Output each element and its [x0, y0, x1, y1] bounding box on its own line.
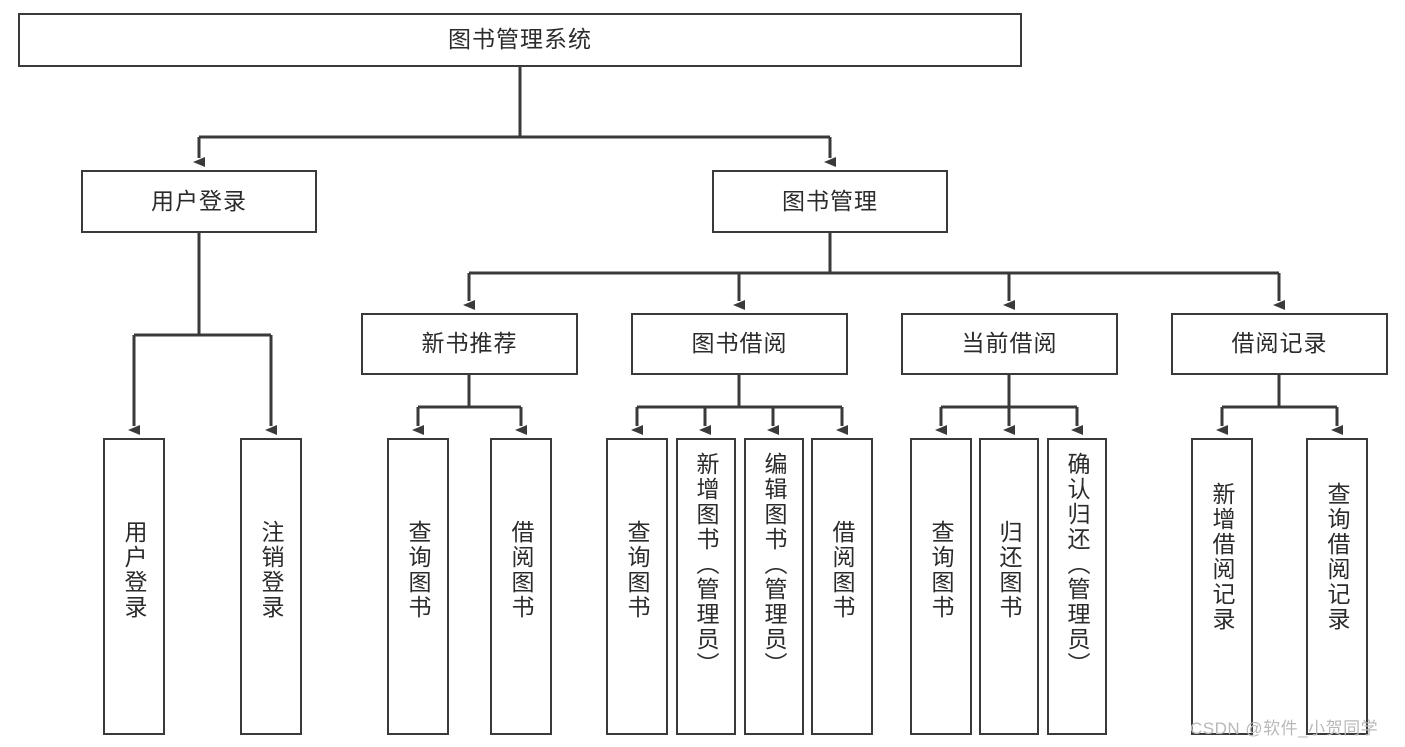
node-leaf-borrow-book-1[interactable]: 借阅图书 — [490, 438, 552, 735]
node-leaf-add-record-label: 新增借阅记录 — [1209, 482, 1236, 632]
node-leaf-borrow-book-1-label: 借阅图书 — [508, 520, 535, 620]
node-book-manage[interactable]: 图书管理 — [712, 170, 948, 233]
node-current-borrow-label: 当前借阅 — [961, 330, 1058, 357]
node-leaf-add-record[interactable]: 新增借阅记录 — [1191, 438, 1253, 735]
node-root[interactable]: 图书管理系统 — [18, 13, 1022, 67]
watermark: CSDN @软件_小贺同学 — [1190, 719, 1379, 738]
node-leaf-query-record-label: 查询借阅记录 — [1324, 482, 1351, 632]
node-leaf-query-book-3-label: 查询图书 — [928, 520, 955, 620]
node-new-book-recommend-label: 新书推荐 — [421, 330, 518, 357]
node-leaf-edit-book-label: 编辑图书（管理员） — [761, 452, 788, 677]
node-leaf-borrow-book-2[interactable]: 借阅图书 — [811, 438, 873, 735]
node-user-login-label: 用户登录 — [151, 187, 247, 214]
node-book-manage-label: 图书管理 — [782, 187, 878, 214]
node-new-book-recommend[interactable]: 新书推荐 — [361, 313, 578, 375]
node-borrow-record[interactable]: 借阅记录 — [1171, 313, 1388, 375]
node-leaf-user-login-label: 用户登录 — [121, 520, 148, 620]
node-leaf-edit-book[interactable]: 编辑图书（管理员） — [744, 438, 804, 735]
node-current-borrow[interactable]: 当前借阅 — [901, 313, 1118, 375]
node-leaf-query-book-1[interactable]: 查询图书 — [387, 438, 449, 735]
node-leaf-query-book-2-label: 查询图书 — [624, 520, 651, 620]
node-leaf-confirm-return[interactable]: 确认归还（管理员） — [1047, 438, 1107, 735]
node-leaf-user-login[interactable]: 用户登录 — [103, 438, 165, 735]
node-leaf-query-record[interactable]: 查询借阅记录 — [1306, 438, 1368, 735]
node-leaf-logout-label: 注销登录 — [258, 520, 285, 620]
node-leaf-add-book[interactable]: 新增图书（管理员） — [676, 438, 736, 735]
node-root-label: 图书管理系统 — [448, 26, 592, 53]
node-leaf-query-book-2[interactable]: 查询图书 — [606, 438, 668, 735]
node-leaf-borrow-book-2-label: 借阅图书 — [829, 520, 856, 620]
node-book-borrow[interactable]: 图书借阅 — [631, 313, 848, 375]
node-book-borrow-label: 图书借阅 — [691, 330, 788, 357]
node-leaf-add-book-label: 新增图书（管理员） — [693, 452, 720, 677]
node-borrow-record-label: 借阅记录 — [1231, 330, 1328, 357]
node-leaf-logout[interactable]: 注销登录 — [240, 438, 302, 735]
node-leaf-query-book-1-label: 查询图书 — [405, 520, 432, 620]
node-leaf-return-book-label: 归还图书 — [996, 520, 1023, 620]
node-leaf-return-book[interactable]: 归还图书 — [979, 438, 1039, 735]
node-leaf-confirm-return-label: 确认归还（管理员） — [1064, 452, 1091, 677]
node-leaf-query-book-3[interactable]: 查询图书 — [910, 438, 972, 735]
node-user-login[interactable]: 用户登录 — [81, 170, 317, 233]
